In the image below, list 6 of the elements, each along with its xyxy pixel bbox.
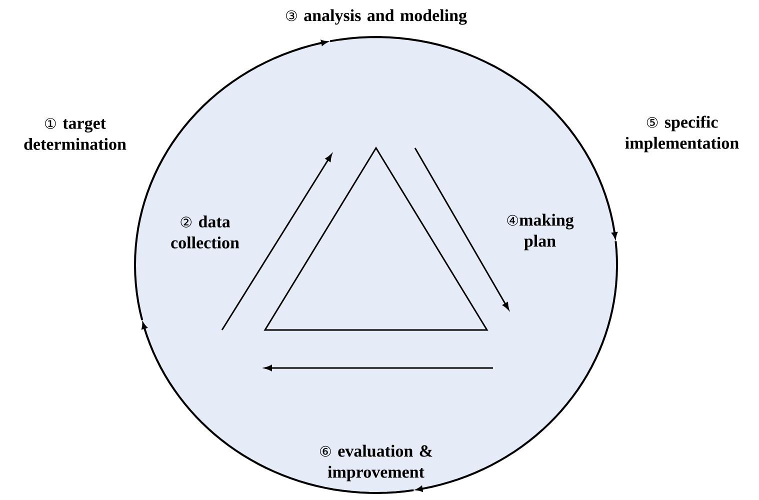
step-label: ③ analysis and modeling (286, 9, 467, 25)
step-label: ① target determination (24, 118, 126, 150)
step-label: ⑥ evaluation & improvement (320, 444, 432, 482)
step-label: ② data collection (171, 216, 240, 248)
step-label: ④making plan (507, 214, 574, 250)
step-label: ⑤ specific implementation (625, 116, 739, 152)
